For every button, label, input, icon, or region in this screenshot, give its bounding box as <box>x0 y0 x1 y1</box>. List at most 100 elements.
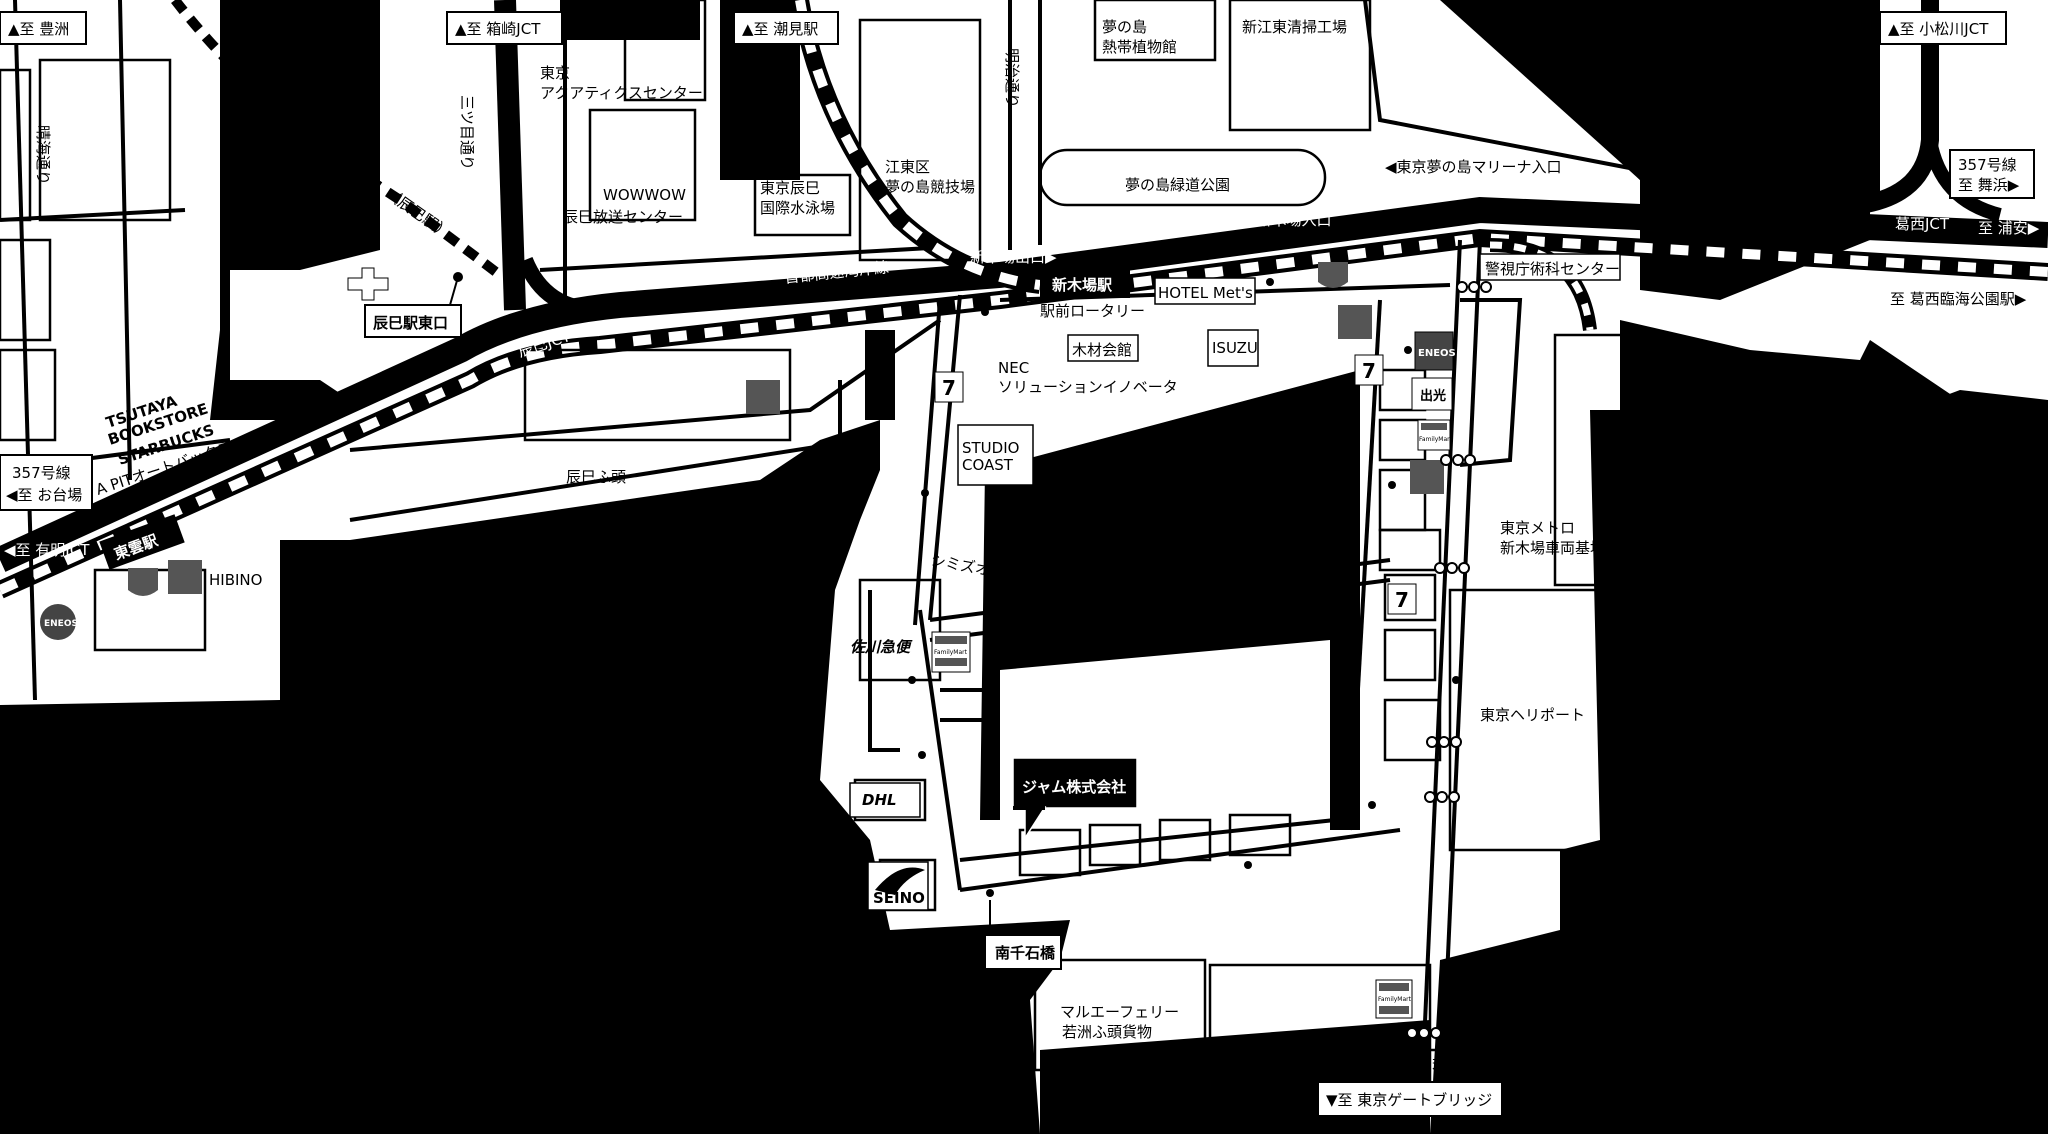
dir-shinkiba-exit: 新木場出口▶ <box>970 248 1057 266</box>
bus-stop-icon-8 <box>1244 861 1252 869</box>
dir-komatsugawa: ▲至 小松川JCT <box>1888 20 1989 38</box>
place-seiso: 新江東清掃工場 <box>1242 18 1347 36</box>
dir-kasai-rinkai: 至 葛西臨海公園駅▶ <box>1890 290 2027 308</box>
place-pool-1: 東京辰巳 <box>760 179 820 197</box>
keiyo-line-dash <box>0 232 2048 595</box>
place-seino: SEINO <box>873 889 925 907</box>
station-tatsumi-east: 辰巳駅東口 <box>373 314 448 332</box>
dir-kasai-jct: 葛西JCT <box>1895 215 1950 233</box>
bus-stop-icon-7 <box>986 889 994 897</box>
place-nec-1: NEC <box>998 359 1029 377</box>
place-labels: 東京 アクアティクスセンター WOWWOW 辰巳放送センター 東京辰巳 国際水泳… <box>94 18 1621 1074</box>
place-dhl: DHL <box>862 791 897 809</box>
store-logo-icon <box>746 380 780 414</box>
water-areas <box>210 0 2048 1134</box>
place-heliport: 東京ヘリポート <box>1480 706 1585 724</box>
canal-tatsumi <box>210 0 350 420</box>
bus-stop-icon <box>981 308 989 316</box>
cross-marker-icon <box>347 267 389 301</box>
place-tropical-1: 夢の島 <box>1102 18 1147 36</box>
svg-text:7: 7 <box>1395 588 1409 612</box>
dir-toyosu: ▲至 豊洲 <box>8 20 69 38</box>
svg-text:7: 7 <box>942 376 956 400</box>
station-shinkiba: 新木場駅 <box>1052 276 1113 294</box>
road-meiji: 明治通り <box>1003 48 1021 108</box>
familymart-icon: FamilyMart <box>1417 419 1453 451</box>
place-keitei-2: 夢の島競技場 <box>885 178 975 196</box>
place-nec-2: ソリューションイノベータ <box>998 378 1178 396</box>
mitsume-road <box>494 0 526 311</box>
place-mokuzai: 木材会館 <box>1072 341 1132 359</box>
dir-odaiba: ◀至 お台場 <box>6 486 82 504</box>
place-marue-1: マルエーフェリー <box>1060 1003 1179 1021</box>
dir-shinkiba-entrance: ◀新木場入口 <box>1245 211 1332 229</box>
rail-lines <box>0 0 2048 595</box>
water-inner-basin <box>980 370 1360 830</box>
svg-text:FamilyMart: FamilyMart <box>934 649 968 656</box>
expressway <box>0 0 2048 572</box>
local-roads <box>0 0 1640 1134</box>
dir-gate-bridge: ▼至 東京ゲートブリッジ <box>1326 1091 1492 1109</box>
place-wakasu-yacht-2: ヨット訓練場 <box>1448 1013 1538 1031</box>
blocks <box>0 0 1625 1134</box>
svg-text:ENEOS: ENEOS <box>1418 348 1456 359</box>
bus-stop-icon-6 <box>918 751 926 759</box>
place-metro-1: 東京メトロ <box>1500 519 1575 537</box>
bus-stop-icon-3 <box>1404 346 1412 354</box>
place-pool-2: 国際水泳場 <box>760 199 835 217</box>
place-isuzu: ISUZU <box>1212 339 1258 357</box>
shield-logo-icon-2 <box>128 568 158 596</box>
place-keitei-1: 江東区 <box>885 158 930 176</box>
place-rotary: 駅前ロータリー <box>1040 302 1145 320</box>
eneos-icon-west: ENEOS <box>40 604 78 640</box>
svg-text:出光: 出光 <box>1420 388 1446 404</box>
crossings <box>1406 281 1492 1039</box>
dir-marina: ◀東京夢の島マリーナ入口 <box>1385 158 1562 176</box>
store-logo-icon-4 <box>168 560 202 594</box>
svg-text:7: 7 <box>1362 359 1376 383</box>
seven-eleven-icon-3: 7 <box>1387 583 1417 615</box>
place-jam: ジャム株式会社 <box>1022 778 1126 796</box>
store-logo-icon-3 <box>1410 460 1444 494</box>
seven-eleven-icon-2: 7 <box>1354 354 1384 386</box>
seven-eleven-icon: 7 <box>934 371 964 403</box>
place-metro-2: 新木場車両基地 <box>1500 539 1605 557</box>
dir-357-odaiba: 357号線 <box>12 464 71 482</box>
dir-hakozaki: ▲至 箱崎JCT <box>455 20 541 38</box>
place-marue-2: 若洲ふ頭貨物 <box>1062 1023 1152 1041</box>
bus-stop-icon-9 <box>1368 801 1376 809</box>
place-hibino: HIBINO <box>209 571 262 589</box>
place-wakasu-yacht-1: 若洲海浜公園 <box>1448 993 1538 1011</box>
place-aquatics-1: 東京 <box>540 64 570 82</box>
place-tropical-2: 熱帯植物館 <box>1102 38 1177 56</box>
water-canal-shinkiba <box>865 330 895 420</box>
place-wowwow-1: WOWWOW <box>603 186 686 204</box>
road-mitsume: 三ツ目通り <box>458 95 476 170</box>
bus-stop-icon-11 <box>1452 676 1460 684</box>
idemitsu-icon: 出光 <box>1411 377 1453 411</box>
water-ne <box>1440 0 1880 200</box>
seino-bird-icon <box>875 867 925 895</box>
place-sagawa: 佐川急便 <box>850 638 913 656</box>
eneos-icon: ENEOS <box>1414 331 1456 371</box>
familymart-icon-3: FamilyMart <box>1375 979 1413 1019</box>
place-hotel: HOTEL Met's <box>1158 284 1253 302</box>
place-wakasu-golf: 若洲ゴルフ練習場 <box>1432 1056 1552 1074</box>
shuto-wangan-band <box>0 196 2048 572</box>
place-wowwow-2: 辰巳放送センター <box>563 208 683 226</box>
place-keishicho: 警視庁術科センター <box>1485 260 1620 278</box>
dir-shiomi: ▲至 潮見駅 <box>742 20 818 38</box>
bridge-minami-senseki: 南千石橋 <box>995 944 1056 962</box>
bus-stop-icon-10 <box>1388 481 1396 489</box>
dir-maihama: 至 舞浜▶ <box>1958 176 2020 194</box>
place-ryokudo: 夢の島緑道公園 <box>1125 176 1230 194</box>
svg-text:FamilyMart: FamilyMart <box>1378 996 1412 1003</box>
shiomi-line-base <box>791 0 1042 294</box>
direction-labels: ▲至 豊洲 ▲至 箱崎JCT ▲至 潮見駅 ▲至 小松川JCT 357号線 至 … <box>0 11 2040 1117</box>
familymart-icon-2: FamilyMart <box>931 631 971 673</box>
dir-ariake-jct: ◀至 有明JCT <box>4 541 90 559</box>
svg-text:FamilyMart: FamilyMart <box>1419 436 1453 443</box>
store-logo-icon-2 <box>1338 305 1372 339</box>
bus-stop-icon-2 <box>1266 278 1274 286</box>
